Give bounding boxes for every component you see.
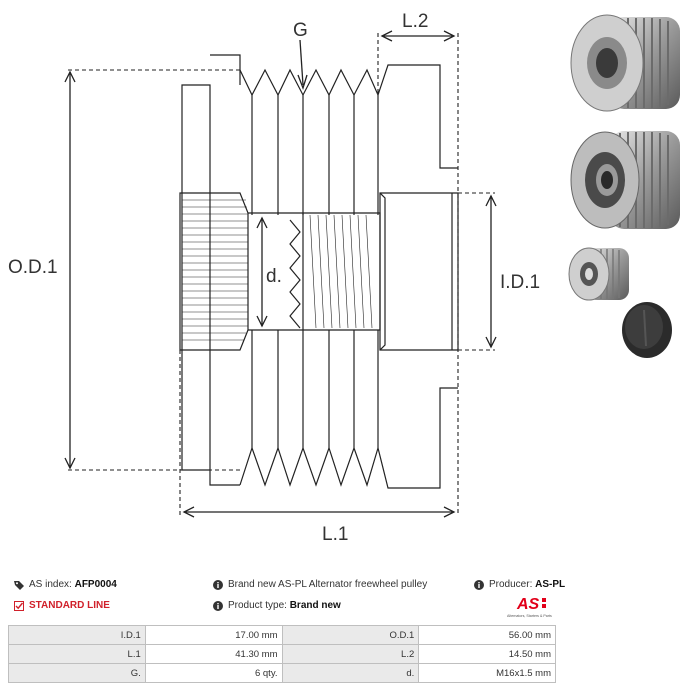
spec-value: 41.30 mm [144,644,283,664]
spec-value: 56.00 mm [418,625,556,645]
check-square-icon [14,600,24,611]
standard-line-label: STANDARD LINE [29,600,110,611]
spec-key: I.D.1 [8,625,146,645]
spec-value: 6 qty. [144,663,283,683]
dim-label-od1: O.D.1 [8,257,58,278]
description-row: Brand new AS-PL Alternator freewheel pul… [213,579,427,590]
tag-icon [14,580,24,590]
table-row: G. 6 qty. d. M16x1.5 mm [8,663,556,683]
product-description: Brand new AS-PL Alternator freewheel pul… [228,579,428,590]
table-row: I.D.1 17.00 mm O.D.1 56.00 mm [8,625,556,645]
product-type-label: Product type: [228,600,287,611]
as-pl-logo: AS Alternators, Starters & Parts [507,596,552,618]
product-photo-angle [570,131,680,229]
info-circle-icon [213,579,223,590]
as-index-value: AFP0004 [74,579,117,590]
groove-profile-bottom [239,387,458,489]
producer-label: Producer: [489,579,533,590]
pulley-technical-drawing: G L.2 O.D.1 d. I.D.1 L.1 [8,11,540,545]
spec-key: G. [8,663,146,683]
as-index-row: AS index: AFP0004 [14,579,117,590]
producer-value: AS-PL [535,579,566,590]
spec-value: M16x1.5 mm [418,663,556,683]
spec-table: I.D.1 17.00 mm O.D.1 56.00 mm L.1 41.30 … [8,625,556,683]
spec-value: 17.00 mm [144,625,283,645]
spec-value: 14.50 mm [418,644,556,664]
standard-line-row: STANDARD LINE [14,600,110,611]
product-photo-small [568,247,629,301]
groove-profile-top [239,64,458,169]
table-row: L.1 41.30 mm L.2 14.50 mm [8,644,556,664]
info-circle-icon [213,600,223,611]
dim-label-id1: I.D.1 [500,272,540,293]
dim-label-d: d. [266,266,282,287]
spec-key: O.D.1 [281,625,420,645]
spec-key: L.1 [8,644,146,664]
product-type-row: Product type: Brand new [213,600,341,611]
logo-text: AS [516,596,540,613]
logo-tagline: Alternators, Starters & Parts [507,614,552,618]
as-index-label: AS index: [29,579,72,590]
spec-key: L.2 [281,644,420,664]
pulley-cap-photo [622,302,672,358]
dim-label-g: G [293,20,308,41]
product-type-value: Brand new [289,600,341,611]
producer-row: Producer: AS-PL [474,579,565,590]
dim-label-l2: L.2 [402,11,428,32]
spec-key: d. [281,663,420,683]
info-circle-icon [474,579,484,590]
dim-label-l1: L.1 [322,524,348,545]
product-photo-front [570,14,680,112]
